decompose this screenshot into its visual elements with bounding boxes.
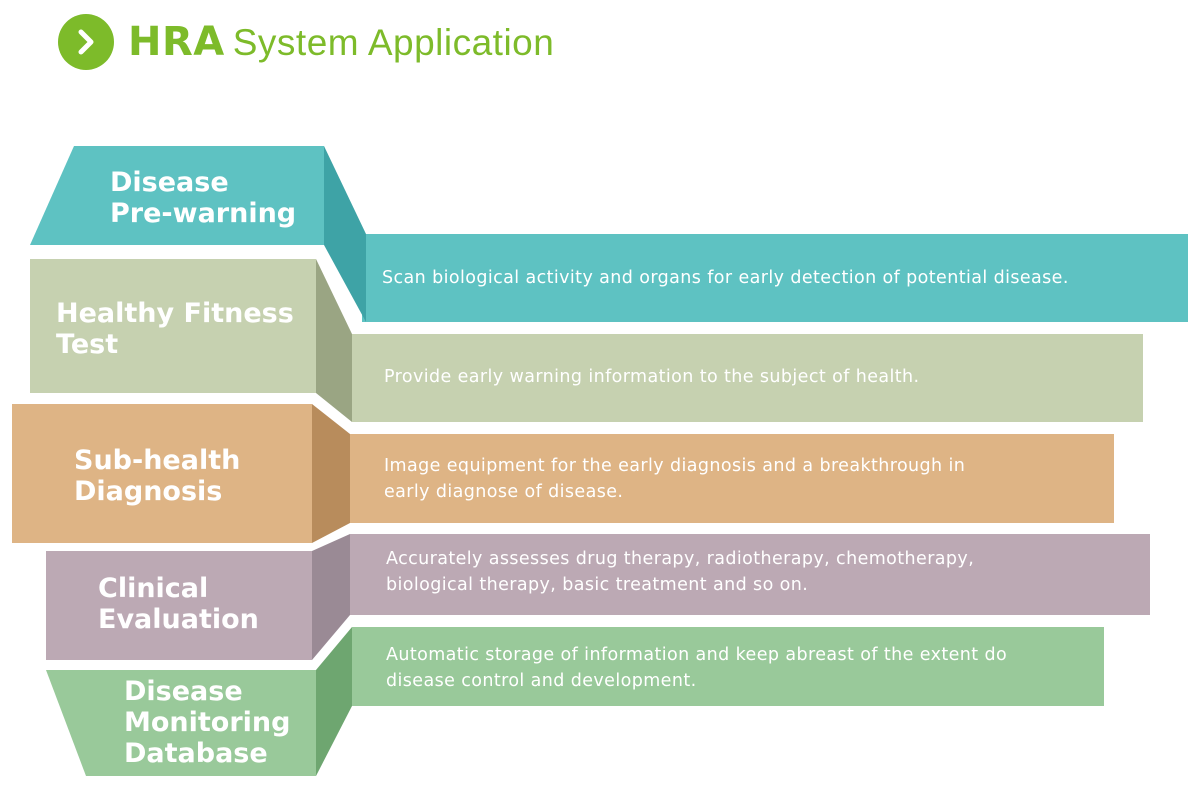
stage-1-description-line: Scan biological activity and organs for … xyxy=(382,268,1069,288)
stage-5-description: Automatic storage of information and kee… xyxy=(386,642,1007,694)
stage-5-description-bar xyxy=(352,627,1104,706)
stage-3-fold xyxy=(312,404,350,543)
stage-1-label-line: Pre-warning xyxy=(110,198,297,229)
stage-1-description: Scan biological activity and organs for … xyxy=(382,265,1069,291)
stage-3-description-line: early diagnose of disease. xyxy=(384,482,624,502)
stage-4-fold xyxy=(312,534,350,660)
stage-3-description: Image equipment for the early diagnosis … xyxy=(384,453,965,505)
stage-3-label-line: Diagnosis xyxy=(74,476,223,507)
stage-4-description-bar xyxy=(350,534,1150,615)
stage-4-description: Accurately assesses drug therapy, radiot… xyxy=(386,546,974,598)
stage-5-label-block xyxy=(46,670,316,776)
stage-3-description-line: Image equipment for the early diagnosis … xyxy=(384,456,966,476)
stage-1-label: Disease Pre-warning xyxy=(110,167,296,229)
stage-2-fold xyxy=(316,259,352,422)
stage-1-label-block xyxy=(30,146,324,245)
stage-5-label-line: Disease xyxy=(124,676,243,707)
stage-2-label-line: Test xyxy=(56,329,119,360)
stage-4-description-line: Accurately assesses drug therapy, radiot… xyxy=(386,549,975,569)
chevron-right-icon xyxy=(58,14,114,70)
stage-1-description-bar xyxy=(362,234,1188,322)
stage-2-label-line: Healthy Fitness xyxy=(56,298,294,329)
stage-4-label-line: Evaluation xyxy=(98,604,259,635)
stage-2-label: Healthy Fitness Test xyxy=(56,298,294,360)
stage-5-description-line: Automatic storage of information and kee… xyxy=(386,645,1008,665)
stage-2-label-block xyxy=(30,259,316,393)
stage-5-label-line: Monitoring xyxy=(124,707,291,738)
stage-5-description-line: disease control and development. xyxy=(386,671,697,691)
stage-1-label-line: Disease xyxy=(110,167,229,198)
stage-5-label: Disease Monitoring Database xyxy=(124,676,290,769)
stage-4-label: Clinical Evaluation xyxy=(98,573,259,635)
stage-2-description-bar xyxy=(352,334,1143,422)
stage-5-label-line: Database xyxy=(124,738,268,769)
stage-4-description-line: biological therapy, basic treatment and … xyxy=(386,575,809,595)
stage-5-fold xyxy=(316,627,352,776)
page-title-rest: System Application xyxy=(232,22,555,63)
page-title-bold: HRA xyxy=(128,19,225,65)
stage-3-label-block xyxy=(12,404,312,543)
stage-2-description: Provide early warning information to the… xyxy=(384,364,919,390)
stage-3-label-line: Sub-health xyxy=(74,445,241,476)
stage-3-description-bar xyxy=(350,434,1114,523)
stage-2-description-line: Provide early warning information to the… xyxy=(384,367,920,387)
stage-3-label: Sub-health Diagnosis xyxy=(74,445,240,507)
stage-4-label-block xyxy=(46,551,312,660)
stage-1-fold xyxy=(324,146,366,322)
stage-4-label-line: Clinical xyxy=(98,573,209,604)
